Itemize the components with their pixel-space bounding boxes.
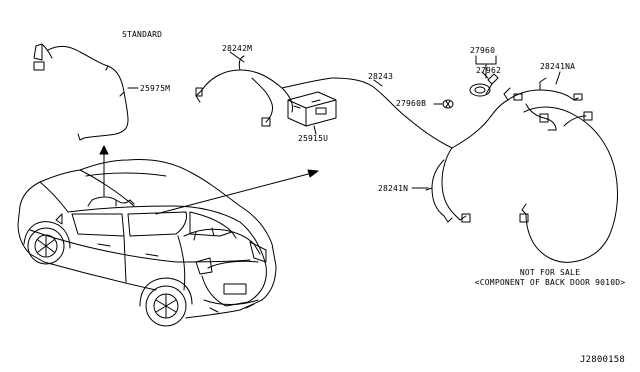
leader-28241na <box>555 71 561 85</box>
harness-28241n <box>425 159 453 223</box>
part-label-27962: 27962 <box>476 66 502 75</box>
part-label-28243: 28243 <box>368 72 394 81</box>
part-label-28241na: 28241NA <box>540 62 576 71</box>
part-27960b <box>433 99 454 109</box>
leader-27962 <box>481 71 489 79</box>
harness-28241na <box>503 77 618 263</box>
leader-28242m <box>229 51 245 63</box>
harness-28242m <box>195 55 333 127</box>
part-label-28241n: 28241N <box>378 184 409 193</box>
leader-28243 <box>373 79 383 87</box>
harness-28243 <box>331 77 509 223</box>
not-for-sale-label: NOT FOR SALE <box>519 268 581 277</box>
diagram-ref-code: J2800158 <box>580 355 625 365</box>
part-label-25975m: 25975M <box>140 84 171 93</box>
module-25915u <box>287 91 337 127</box>
part-27960-group <box>469 55 499 97</box>
part-label-28242m: 28242M <box>222 44 253 53</box>
arrow-to-standard <box>99 145 109 197</box>
arrow-to-main-harness <box>155 169 319 215</box>
component-note-label: <COMPONENT OF BACK DOOR 9010D> <box>474 278 626 287</box>
harness-25975m <box>33 43 129 141</box>
part-label-27960b: 27960B <box>396 99 427 108</box>
vehicle-drawing <box>17 159 277 327</box>
not-for-sale-note: NOT FOR SALE <COMPONENT OF BACK DOOR 901… <box>470 268 630 288</box>
part-label-27960: 27960 <box>470 46 496 55</box>
part-label-25915u: 25915U <box>298 134 329 143</box>
standard-label: STANDARD <box>122 30 163 39</box>
leader-25915u <box>313 125 317 135</box>
